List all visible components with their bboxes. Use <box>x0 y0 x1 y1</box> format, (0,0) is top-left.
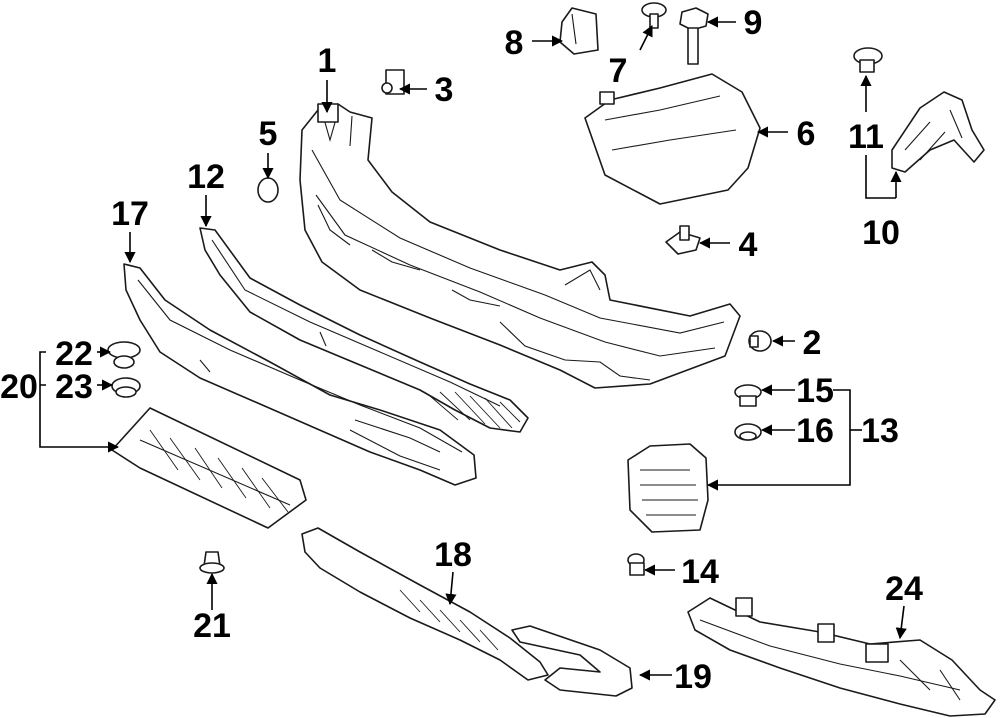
callout-13: 13 <box>861 412 899 450</box>
clip-part-2[interactable] <box>748 330 772 352</box>
callout-16: 16 <box>796 412 834 450</box>
plug-part-5[interactable] <box>257 177 279 203</box>
callout-9: 9 <box>744 4 763 42</box>
skid-plate-part-20[interactable] <box>111 407 307 529</box>
lower-molding-part-18[interactable] <box>301 527 549 681</box>
molding-end-part-19[interactable] <box>511 625 633 697</box>
callout-23: 23 <box>55 368 93 406</box>
pin-part-11[interactable] <box>853 47 883 73</box>
callout-18: 18 <box>434 536 472 574</box>
callout-10: 10 <box>862 214 900 252</box>
lower-assembly-part-24[interactable] <box>687 597 996 717</box>
callout-8: 8 <box>505 24 524 62</box>
push-pin-part-21[interactable] <box>199 551 225 574</box>
leader-lines <box>39 16 907 681</box>
grommet-part-22[interactable] <box>107 341 141 369</box>
callout-19: 19 <box>674 658 712 696</box>
callout-22: 22 <box>55 335 93 373</box>
nut-clip-part-3[interactable] <box>381 69 405 95</box>
bumper-cover-part[interactable] <box>299 103 741 389</box>
bracket-part-13[interactable] <box>627 443 709 533</box>
bracket-part-8[interactable] <box>559 7 599 55</box>
lamp-part-6[interactable] <box>584 73 761 205</box>
callout-12: 12 <box>187 158 225 196</box>
nut-part-16[interactable] <box>734 423 762 441</box>
callout-15: 15 <box>796 372 834 410</box>
lower-valance-part-17[interactable] <box>123 263 477 486</box>
nut-part-23[interactable] <box>111 377 141 398</box>
callout-5: 5 <box>259 115 278 153</box>
callout-1: 1 <box>318 42 337 80</box>
pin-part-14[interactable] <box>627 553 645 576</box>
nut-part-4[interactable] <box>665 225 701 255</box>
callout-24: 24 <box>885 570 923 608</box>
callout-6: 6 <box>797 115 816 153</box>
push-pin-part-7[interactable] <box>641 2 667 29</box>
callout-4: 4 <box>739 226 758 264</box>
bolt-part-9[interactable] <box>679 7 709 65</box>
callout-3: 3 <box>435 71 454 109</box>
callout-2: 2 <box>803 324 822 362</box>
callout-20: 20 <box>0 368 38 406</box>
callout-7: 7 <box>609 52 628 90</box>
callout-17: 17 <box>111 195 149 233</box>
lower-strip-part-12[interactable] <box>199 227 529 433</box>
grommet-part-15[interactable] <box>734 384 762 407</box>
callout-11: 11 <box>848 118 884 156</box>
callout-labels: 1 2 3 4 5 6 7 8 9 10 11 12 13 14 15 16 1… <box>0 4 923 696</box>
callout-14: 14 <box>681 553 719 591</box>
bracket-part-10[interactable] <box>891 91 985 173</box>
callout-21: 21 <box>193 607 231 645</box>
